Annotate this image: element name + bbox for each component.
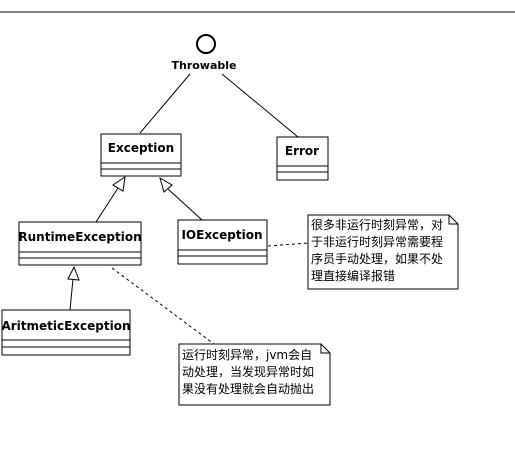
edge-runtime-to-exception [95, 187, 119, 223]
inheritance-arrow-runtime [112, 175, 126, 192]
class-io-exception-name: IOException [181, 228, 262, 242]
note-checked-line-4: 理直接编译报错 [311, 268, 395, 283]
class-io-exception[interactable]: IOException [177, 219, 268, 265]
class-error[interactable]: Error [276, 136, 329, 181]
note-runtime-line-2: 动处理，当发现异常时如 [182, 364, 314, 379]
inheritance-arrow-arithmetic [67, 265, 80, 281]
note-runtime-exceptions[interactable]: 运行时刻异常，jvm会自 动处理，当发现异常时如 果没有处理就会自动抛出 [178, 343, 331, 406]
edge-throwable-exception [139, 73, 191, 134]
edge-io-to-exception [167, 188, 203, 221]
class-arithmetic-exception-name: AritmeticException [1, 319, 130, 333]
note-checked-line-1: 很多非运行时刻异常，对 [311, 218, 443, 232]
class-exception[interactable]: Exception [100, 133, 182, 177]
throwable-label: Throwable [171, 59, 236, 72]
note-checked-line-2: 于非运行时刻异常需要程 [311, 234, 443, 249]
note-checked-line-3: 序员手动处理，如果不处 [311, 251, 443, 266]
throwable-interface-circle[interactable] [196, 34, 216, 54]
note-runtime-line-3: 果没有处理就会自动抛出 [182, 381, 314, 396]
class-runtime-exception-name: RuntimeException [18, 230, 141, 244]
note-runtime-line-1: 运行时刻异常，jvm会自 [182, 348, 312, 362]
class-arithmetic-exception[interactable]: AritmeticException [1, 309, 131, 356]
note-link-io [267, 242, 309, 247]
edge-throwable-error [221, 73, 299, 138]
inheritance-arrow-io [159, 176, 173, 193]
edge-arithmetic-to-runtime [69, 278, 74, 311]
class-runtime-exception[interactable]: RuntimeException [18, 221, 142, 266]
class-error-name: Error [285, 144, 319, 158]
note-checked-exceptions[interactable]: 很多非运行时刻异常，对 于非运行时刻异常需要程 序员手动处理，如果不处 理直接编… [307, 214, 459, 290]
class-exception-name: Exception [108, 141, 174, 155]
